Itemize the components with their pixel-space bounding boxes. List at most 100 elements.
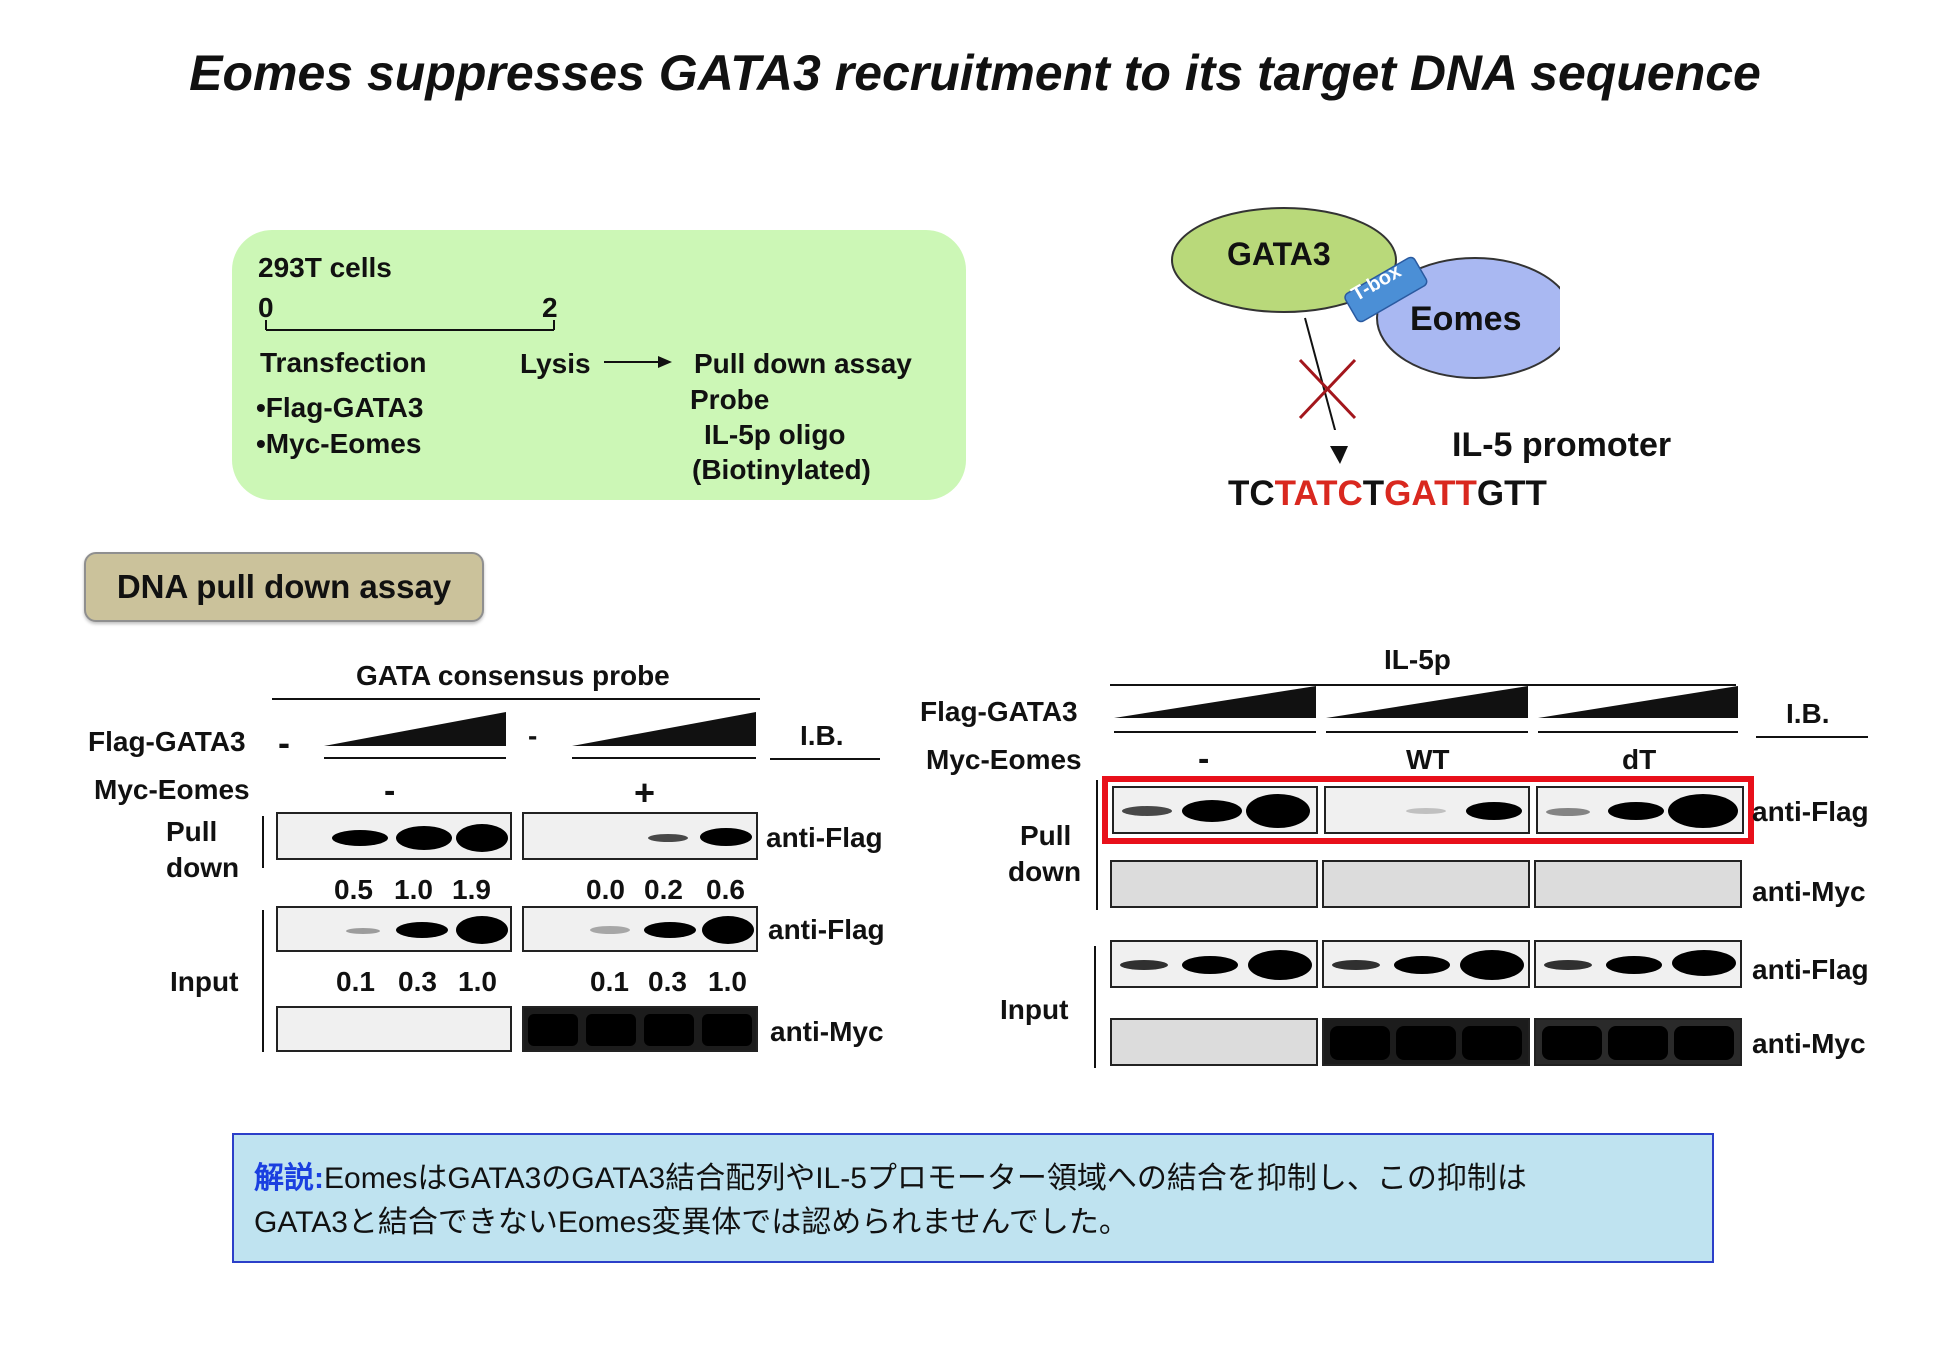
right-in-myc-blot-3	[1534, 1018, 1742, 1066]
left-in-antiflag: anti-Flag	[768, 914, 885, 945]
transfection-label: Transfection	[260, 347, 427, 378]
sequence-segment: T	[1362, 474, 1385, 513]
right-pd-flag-blot-1	[1112, 786, 1318, 834]
right-pd-flag-blot-3	[1536, 786, 1744, 834]
left-pd-q2-1: 0.0	[586, 874, 625, 905]
arrow-right-icon	[604, 356, 672, 368]
left-pd-q2-3: 0.6	[706, 874, 745, 905]
right-pd-myc-blot-1	[1110, 860, 1318, 908]
left-in-blot-2	[522, 906, 758, 952]
left-in-q2-2: 0.3	[648, 966, 687, 997]
right-gradient-wedge-3	[1538, 686, 1738, 733]
left-antimyc: anti-Myc	[770, 1016, 884, 1047]
left-pd-antiflag: anti-Flag	[766, 822, 883, 853]
right-in-antimyc: anti-Myc	[1752, 1028, 1866, 1059]
left-probe-line	[272, 698, 760, 700]
sequence-segment: TC	[1228, 474, 1275, 513]
left-pd-q1-2: 1.0	[394, 874, 433, 905]
left-gradient-wedge-2	[572, 712, 756, 759]
right-group-wt: WT	[1406, 744, 1450, 775]
protocol-cells: 293T cells	[258, 252, 392, 283]
tbox-shape	[1344, 256, 1428, 323]
right-pulldown-bracket	[1096, 780, 1098, 910]
highlight-box	[1102, 776, 1754, 844]
left-myc-eomes-label: Myc-Eomes	[94, 774, 250, 805]
sequence-segment: TATC	[1274, 474, 1363, 513]
plasmid-flag-gata3: •Flag-GATA3	[256, 392, 424, 423]
left-pd-blot-1	[276, 812, 512, 860]
commentary-line-1: EomesはGATA3のGATA3結合配列やIL-5プロモーター領域への結合を抑…	[324, 1162, 1527, 1195]
gata3-label: GATA3	[1227, 236, 1331, 272]
plasmid-myc-eomes: •Myc-Eomes	[256, 428, 422, 459]
right-flag-gata3-label: Flag-GATA3	[920, 696, 1078, 727]
left-in-q1-3: 1.0	[458, 966, 497, 997]
left-in-q1-1: 0.1	[336, 966, 375, 997]
commentary-key: 解説:	[254, 1162, 324, 1195]
left-in-q2-3: 1.0	[708, 966, 747, 997]
timeline-bar	[265, 320, 555, 331]
left-input-bracket	[262, 910, 264, 1052]
arrow-down-icon	[1330, 446, 1348, 464]
right-pd-flag-blot-2	[1324, 786, 1530, 834]
right-input-label: Input	[1000, 994, 1069, 1025]
lysis-label: Lysis	[520, 348, 591, 379]
commentary-line-2: GATA3と結合できないEomes変異体では認められませんでした。	[254, 1206, 1129, 1239]
right-input-bracket	[1094, 946, 1096, 1068]
left-in-q2-1: 0.1	[590, 966, 629, 997]
eomes-label: Eomes	[1410, 300, 1522, 338]
right-group-dt: dT	[1622, 744, 1657, 775]
left-myc-blot-2	[522, 1006, 758, 1052]
left-in-q1-2: 0.3	[398, 966, 437, 997]
protocol-box	[232, 230, 966, 500]
right-probe-line	[1110, 684, 1736, 686]
left-pd-q1-3: 1.9	[452, 874, 491, 905]
right-in-flag-blot-3	[1534, 940, 1742, 988]
left-myc-plus: +	[634, 772, 656, 813]
left-minus-2: -	[528, 720, 538, 751]
right-in-flag-blot-2	[1322, 940, 1530, 988]
left-pull-label: Pull	[166, 816, 218, 847]
right-gradient-wedge-1	[1114, 686, 1316, 733]
right-pd-antimyc: anti-Myc	[1752, 876, 1866, 907]
right-probe-title: IL-5p	[1384, 644, 1451, 675]
left-ib-line	[770, 758, 880, 760]
right-pull-label: Pull	[1020, 820, 1072, 851]
oligo-label: IL-5p oligo	[704, 419, 846, 450]
biotin-label: (Biotinylated)	[692, 454, 871, 485]
left-minus-1: -	[278, 722, 290, 763]
left-input-label: Input	[170, 966, 239, 997]
right-in-antiflag: anti-Flag	[1752, 954, 1869, 985]
right-pd-antiflag: anti-Flag	[1752, 796, 1869, 827]
left-probe-title: GATA consensus probe	[356, 660, 670, 691]
left-pd-q2-2: 0.2	[644, 874, 683, 905]
dna-pulldown-tag: DNA pull down assay	[84, 552, 484, 622]
left-pd-q1-1: 0.5	[334, 874, 373, 905]
left-flag-gata3-label: Flag-GATA3	[88, 726, 246, 757]
dna-sequence: TCTATCTGATTGTT	[1228, 474, 1547, 514]
right-pd-myc-blot-3	[1534, 860, 1742, 908]
probe-label: Probe	[690, 384, 770, 415]
pulldown-label: Pull down assay	[694, 348, 912, 379]
timeline-end: 2	[542, 292, 558, 323]
right-ib-line	[1756, 736, 1868, 738]
right-in-myc-blot-1	[1110, 1018, 1318, 1066]
left-down-label: down	[166, 852, 240, 883]
il5-promoter-label: IL-5 promoter	[1452, 426, 1672, 464]
sequence-segment: GATT	[1384, 474, 1477, 513]
binding-model-diagram	[1171, 207, 1560, 430]
left-pulldown-bracket	[262, 816, 264, 868]
left-ib-label: I.B.	[800, 720, 844, 751]
right-ib-label: I.B.	[1786, 698, 1830, 729]
left-myc-blot-1	[276, 1006, 512, 1052]
commentary-box: 解説:EomesはGATA3のGATA3結合配列やIL-5プロモーター領域への結…	[232, 1133, 1714, 1263]
right-in-flag-blot-1	[1110, 940, 1318, 988]
right-down-label: down	[1008, 856, 1082, 887]
right-gradient-wedge-2	[1326, 686, 1528, 733]
left-myc-minus: -	[384, 772, 396, 810]
left-gradient-wedge-1	[324, 712, 506, 759]
right-in-myc-blot-2	[1322, 1018, 1530, 1066]
right-myc-eomes-label: Myc-Eomes	[926, 744, 1082, 775]
eomes-ellipse	[1376, 257, 1560, 379]
right-pd-myc-blot-2	[1322, 860, 1530, 908]
left-in-blot-1	[276, 906, 512, 952]
